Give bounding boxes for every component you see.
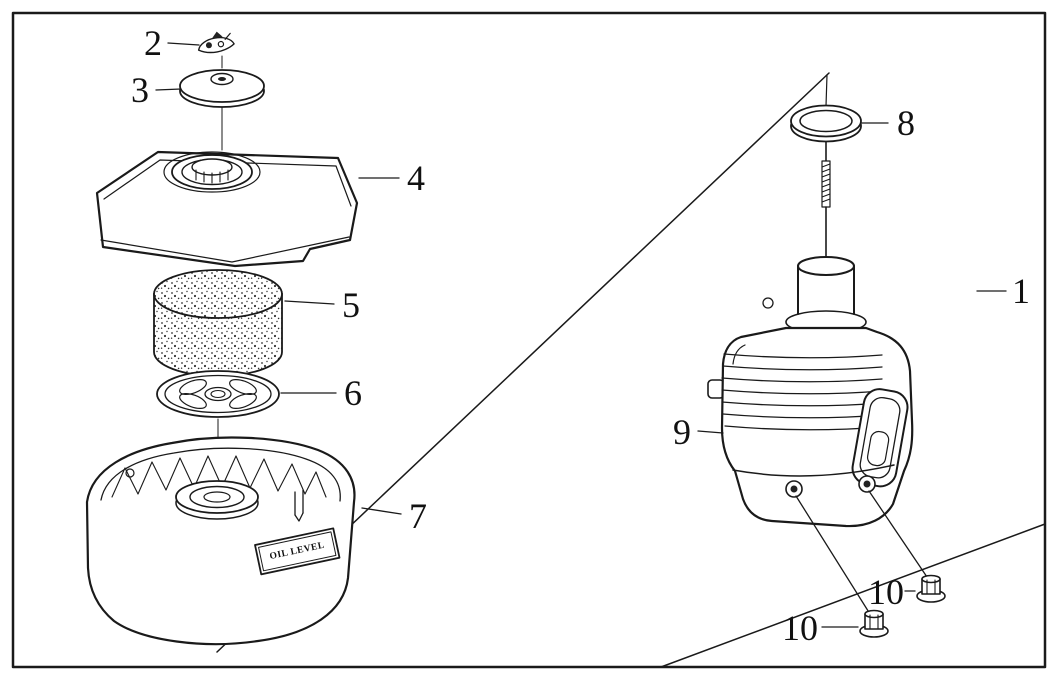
mounting-hole-left (785, 480, 803, 498)
part-8-label: 8 (897, 103, 915, 143)
part-2-label: 2 (144, 23, 162, 63)
part-3-cap-disc (179, 69, 265, 108)
cover-tube-slots (195, 169, 229, 184)
part-6-element-grid (156, 370, 280, 418)
part-7-case: OIL LEVEL (85, 436, 356, 646)
part-9-elbow-body (707, 256, 914, 528)
part-10-upper-label: 10 (868, 572, 904, 612)
diagram-frame (11, 11, 1047, 669)
part-9-label: 9 (673, 412, 691, 452)
part-4-cover (95, 150, 359, 268)
part-1-label: 1 (1012, 271, 1030, 311)
part-2-wing-clip (197, 31, 235, 54)
mounting-hole-right (858, 475, 876, 493)
thread-hatching (821, 163, 831, 203)
part-4-label: 4 (407, 158, 425, 198)
nut-leader-lines (795, 490, 928, 615)
part-7-label: 7 (409, 496, 427, 536)
part-6-label: 6 (344, 373, 362, 413)
part-10-nut-lower (859, 609, 889, 638)
part-5-label: 5 (342, 285, 360, 325)
stud-bolt (821, 74, 831, 259)
case-clip-detail (294, 489, 304, 522)
part-10-lower-label: 10 (782, 608, 818, 648)
part-5-foam-element (153, 269, 283, 377)
part-3-label: 3 (131, 70, 149, 110)
part-labels: 2 3 4 5 6 7 8 9 10 10 1 (131, 23, 1030, 648)
part-10-nut-upper (916, 574, 946, 603)
oil-level-band: OIL LEVEL (254, 527, 341, 576)
part-8-seal-ring (790, 104, 862, 143)
